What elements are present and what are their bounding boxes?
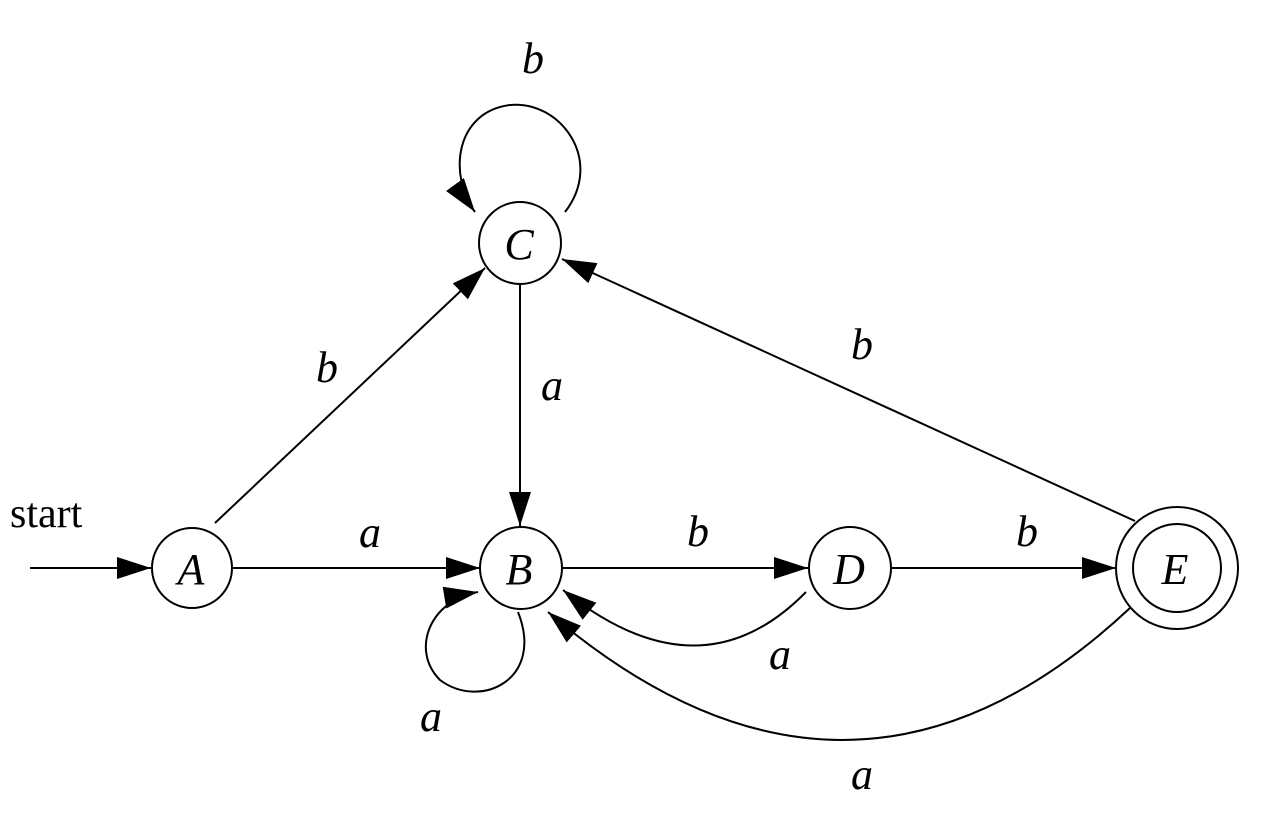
state-e-accepting: E (1115, 506, 1239, 630)
label-b-to-d: b (687, 507, 709, 556)
label-e-to-c: b (851, 320, 873, 369)
edge-b-loop (424, 586, 526, 693)
label-d-to-e: b (1016, 507, 1038, 556)
state-a-label: A (175, 545, 206, 594)
edge-d-to-b (562, 589, 807, 647)
state-d-label: D (832, 545, 865, 594)
edge-c-loop (446, 103, 582, 213)
states: A B C D E (151, 201, 1239, 630)
label-a-to-b: a (359, 508, 381, 557)
state-e-label: E (1161, 545, 1189, 594)
start-label: start (10, 491, 83, 537)
state-c-label: C (504, 220, 534, 269)
label-e-to-b: a (851, 750, 873, 799)
state-d: D (808, 526, 892, 610)
label-d-to-b: a (769, 630, 791, 679)
edge-e-to-c (561, 258, 1136, 522)
edge-e-to-b (547, 607, 1131, 741)
label-c-to-b: a (541, 361, 563, 410)
edges (30, 103, 1136, 741)
label-c-loop: b (522, 34, 544, 83)
state-b: B (479, 526, 563, 610)
edge-a-to-c (214, 267, 486, 524)
state-b-label: B (506, 545, 533, 594)
label-b-loop: a (420, 692, 442, 741)
labels: start a b a b b a a b a b (10, 34, 1038, 799)
label-a-to-c: b (316, 343, 338, 392)
state-c: C (478, 201, 562, 285)
state-a: A (151, 527, 233, 609)
